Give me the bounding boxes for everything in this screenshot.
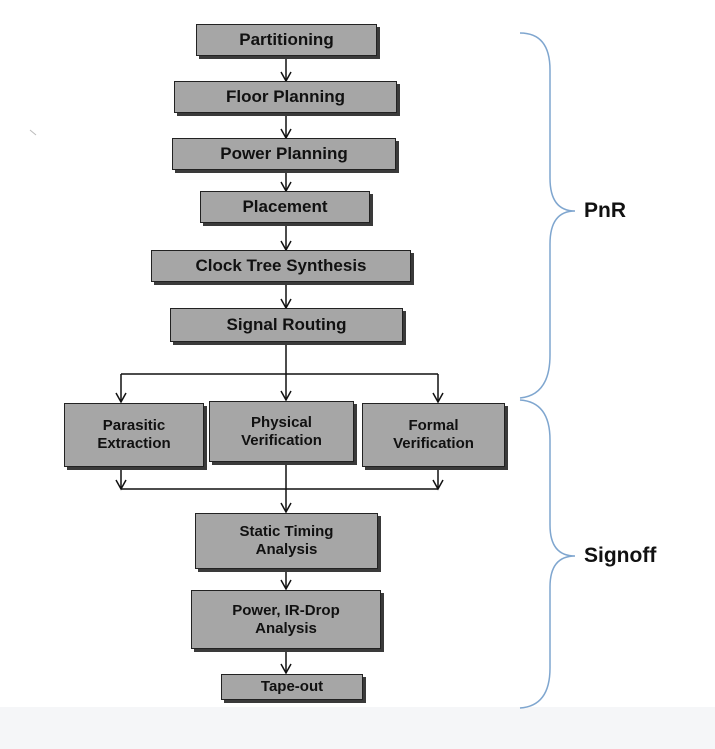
stray-mark (29, 129, 37, 136)
phase-label-pnr: PnR (584, 199, 626, 222)
step-floor-planning: Floor Planning (174, 81, 397, 113)
step-static-timing-analysis: Static Timing Analysis (195, 513, 378, 569)
step-physical-verification: Physical Verification (209, 401, 354, 462)
pnr-brace (519, 32, 576, 399)
step-formal-verification: Formal Verification (362, 403, 505, 467)
step-parasitic-extraction: Parasitic Extraction (64, 403, 204, 467)
step-power-ir-drop-analysis: Power, IR-Drop Analysis (191, 590, 381, 649)
step-placement: Placement (200, 191, 370, 223)
step-tape-out: Tape-out (221, 674, 363, 700)
step-partitioning: Partitioning (196, 24, 377, 56)
signoff-brace (519, 399, 576, 709)
flow-arrows (115, 55, 444, 675)
footer-band (0, 707, 715, 749)
step-power-planning: Power Planning (172, 138, 396, 170)
step-signal-routing: Signal Routing (170, 308, 403, 342)
step-clock-tree-synthesis: Clock Tree Synthesis (151, 250, 411, 282)
phase-label-signoff: Signoff (584, 544, 657, 567)
